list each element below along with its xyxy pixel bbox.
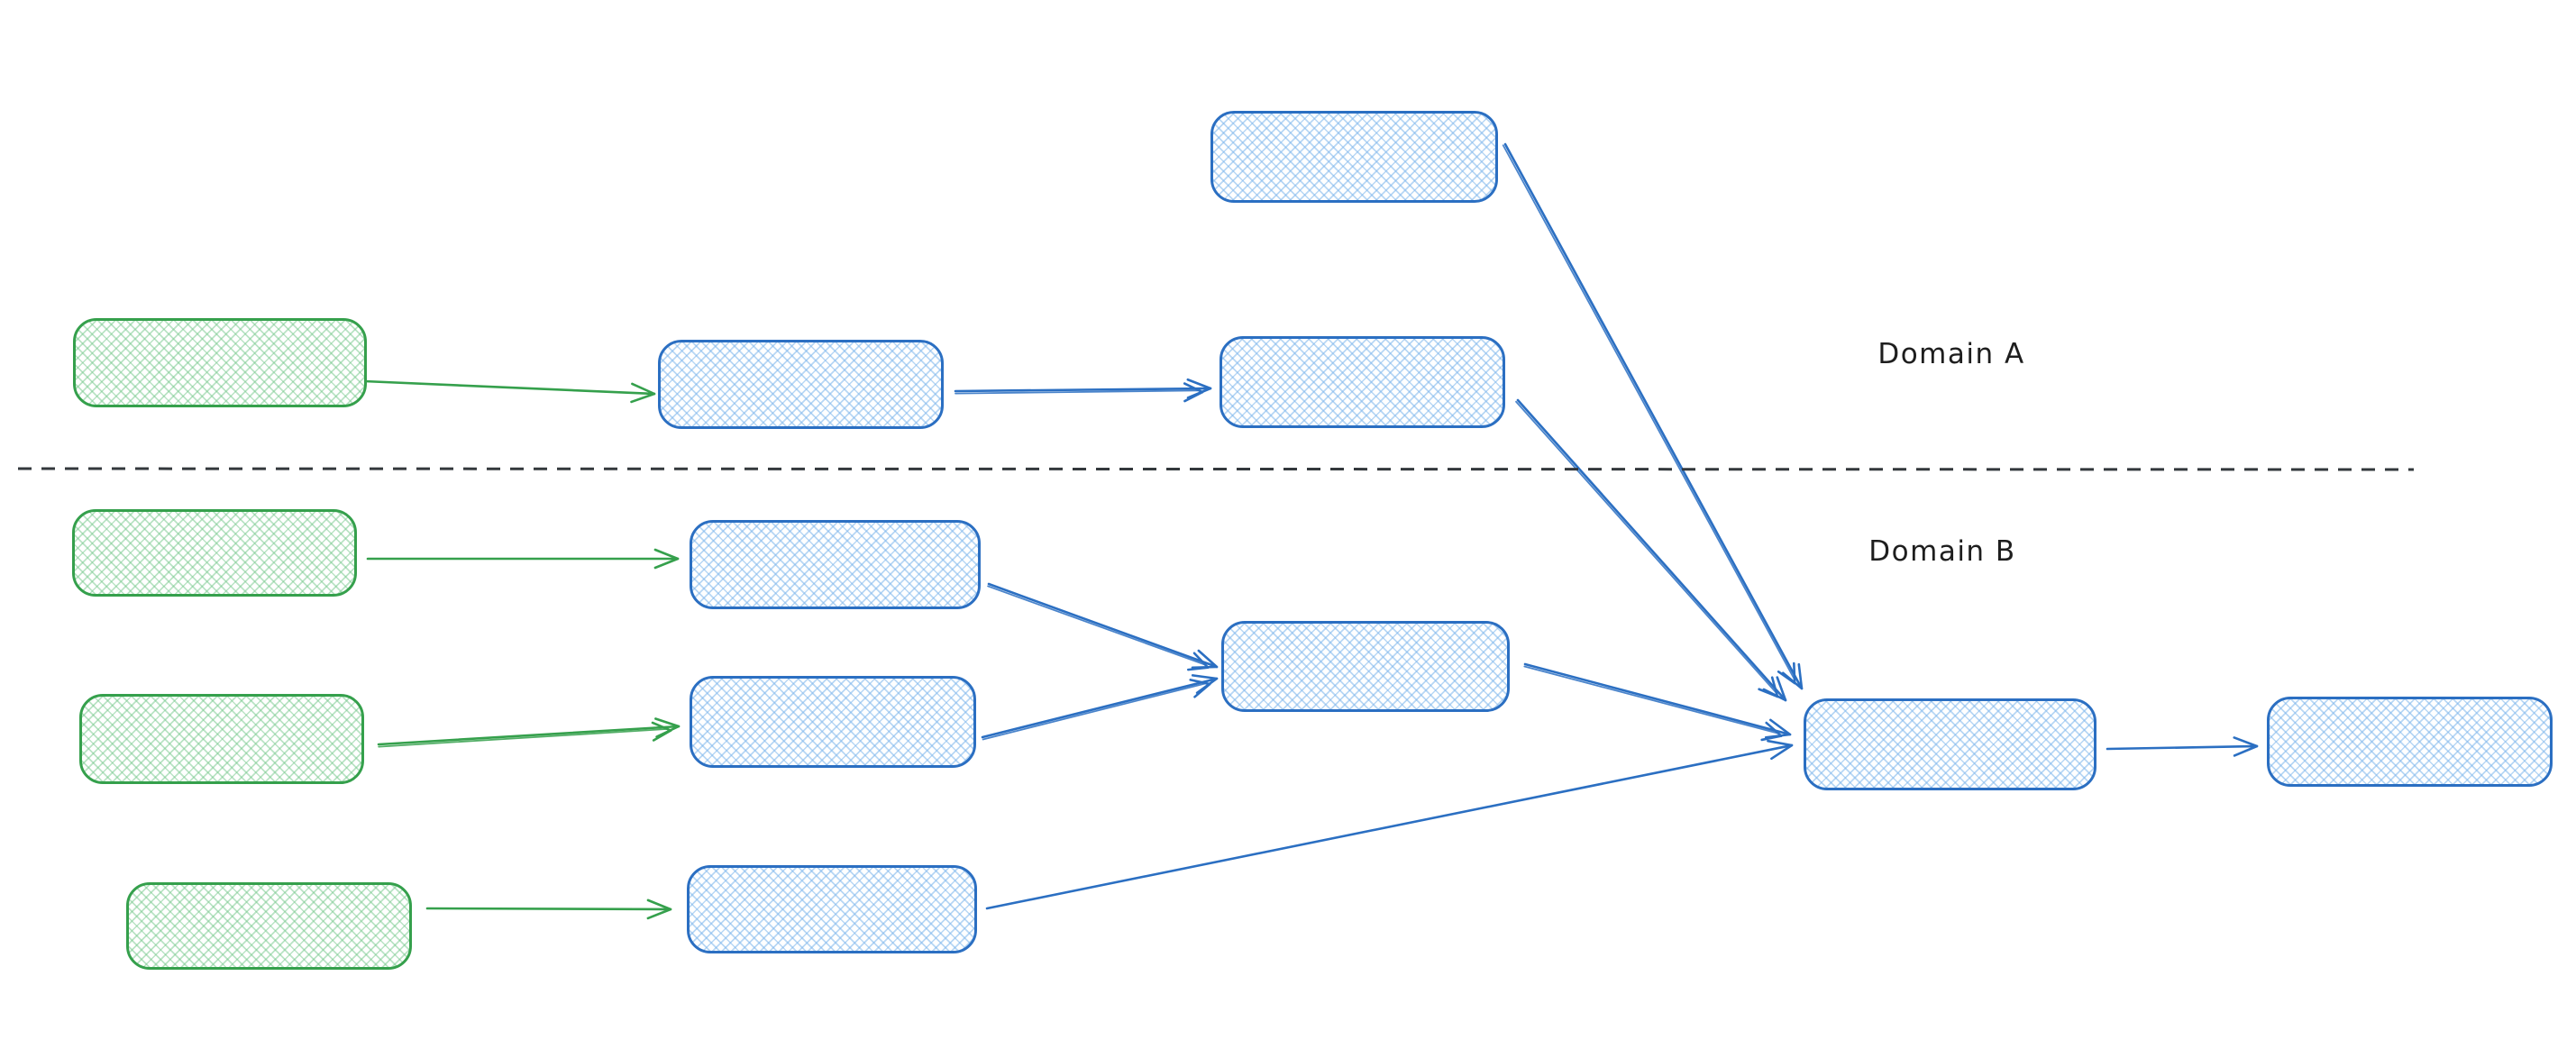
arrow-top-a-to-sink[interactable] bbox=[1502, 142, 1804, 690]
arrow-sink-to-output[interactable] bbox=[2106, 736, 2259, 757]
domain-a-label[interactable]: Domain A bbox=[1877, 338, 2025, 370]
node-blue-sink[interactable] bbox=[1804, 698, 2096, 790]
arrow-green-b1-to-b1[interactable] bbox=[366, 548, 680, 570]
arrow-b3-to-sink[interactable] bbox=[985, 739, 1794, 910]
domain-divider-dashed-line[interactable] bbox=[17, 467, 2415, 471]
domain-b-label[interactable]: Domain B bbox=[1868, 535, 2016, 568]
arrow-green-b2-to-b2[interactable] bbox=[377, 717, 681, 748]
arrow-a2-to-sink[interactable] bbox=[1515, 398, 1787, 702]
arrow-green-b3-to-b3[interactable] bbox=[425, 898, 672, 920]
node-blue-stage-a1[interactable] bbox=[658, 340, 944, 429]
node-blue-stage-b2[interactable] bbox=[690, 676, 976, 768]
node-green-source-b2[interactable] bbox=[79, 694, 364, 784]
arrow-a1-to-a2[interactable] bbox=[954, 378, 1212, 403]
node-blue-stage-b3[interactable] bbox=[687, 865, 977, 953]
node-blue-stage-b1[interactable] bbox=[690, 520, 981, 609]
node-blue-output[interactable] bbox=[2267, 697, 2553, 787]
arrow-b1-to-merge[interactable] bbox=[987, 582, 1219, 671]
node-green-source-b3[interactable] bbox=[126, 882, 412, 970]
arrow-b2-to-merge[interactable] bbox=[981, 674, 1219, 741]
node-blue-stage-a2[interactable] bbox=[1219, 336, 1505, 428]
arrow-green-a-to-a1[interactable] bbox=[362, 379, 656, 404]
node-green-source-b1[interactable] bbox=[72, 509, 357, 597]
node-green-source-a[interactable] bbox=[73, 318, 367, 407]
node-blue-merge-b[interactable] bbox=[1221, 621, 1510, 712]
arrow-merge-to-sink[interactable] bbox=[1523, 662, 1792, 742]
node-blue-top-a[interactable] bbox=[1210, 111, 1498, 203]
